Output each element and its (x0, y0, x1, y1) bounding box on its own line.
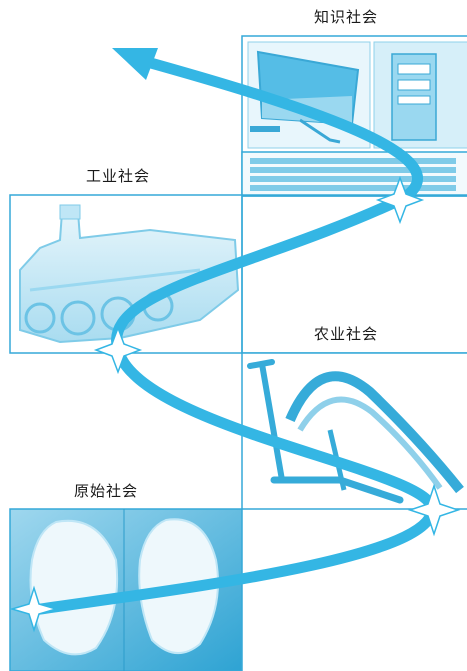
sparkle-star-icon (9, 585, 59, 633)
stage-label-industrial: 工业社会 (86, 167, 151, 185)
computer-image (241, 35, 467, 197)
stage-label-knowledge: 知识社会 (314, 8, 379, 26)
sparkle-star-icon (93, 325, 143, 375)
arrow-head-icon (112, 48, 158, 80)
stage-label-primitive: 原始社会 (74, 482, 139, 500)
plow-image (241, 352, 467, 510)
sparkle-star-icon (375, 175, 425, 225)
stage-label-agricultural: 农业社会 (314, 325, 379, 343)
sparkle-star-icon (407, 483, 461, 537)
